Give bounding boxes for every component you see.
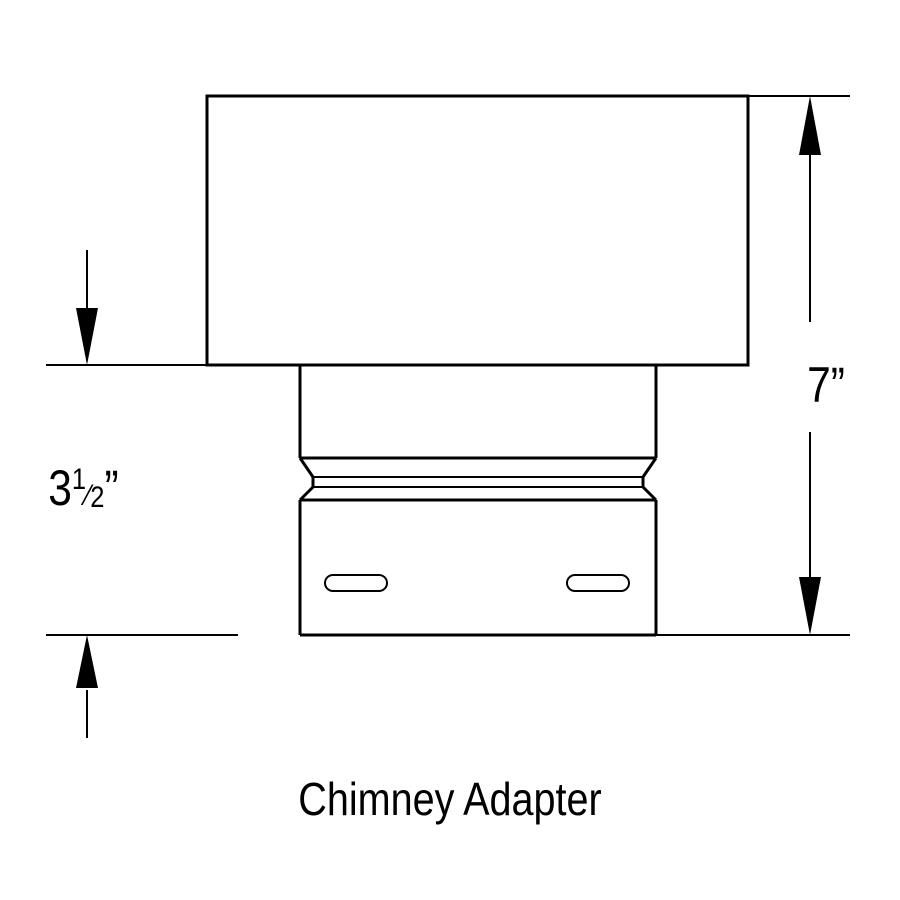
- dimension-lower: 31⁄2”: [46, 250, 238, 738]
- lower-pipe: [298, 365, 658, 637]
- slot-left: [324, 574, 388, 592]
- dimension-lower-label: 31⁄2”: [48, 460, 118, 516]
- dimension-total-label: 7”: [807, 357, 845, 413]
- slot-right: [566, 574, 630, 592]
- dimension-total: 7”: [656, 95, 850, 636]
- arrow-up-icon: [76, 635, 98, 688]
- arrow-down-icon: [799, 577, 821, 635]
- upper-collar: [205, 94, 750, 367]
- caption: Chimney Adapter: [298, 774, 601, 825]
- arrow-down-icon: [76, 308, 98, 365]
- arrow-up-icon: [799, 96, 821, 155]
